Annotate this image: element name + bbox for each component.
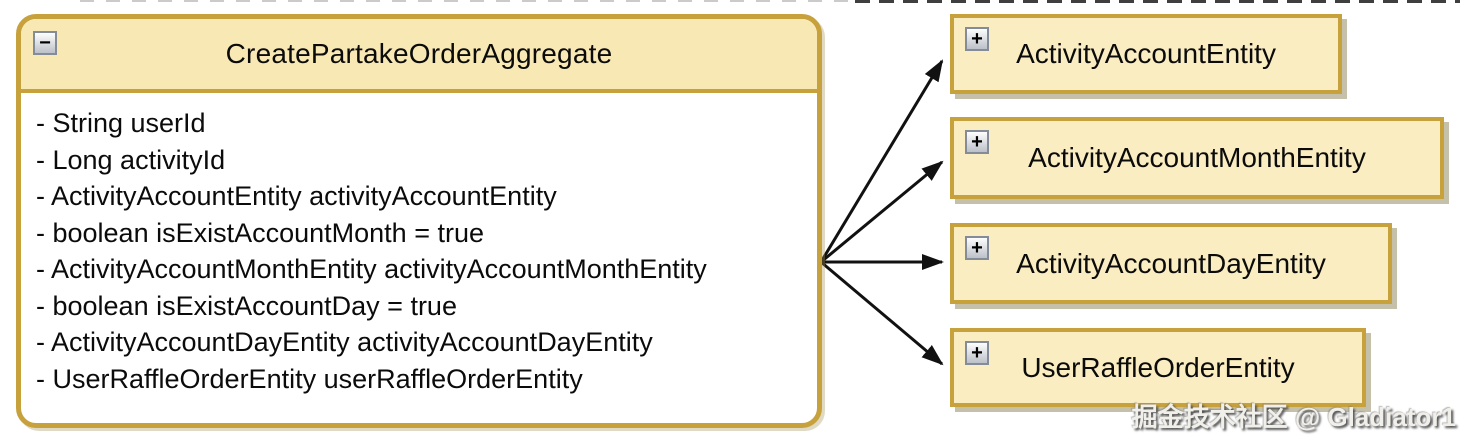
field-row: - ActivityAccountMonthEntity activityAcc… — [36, 254, 707, 284]
expand-plus-icon[interactable]: + — [965, 27, 989, 51]
field-row: - ActivityAccountDayEntity activityAccou… — [36, 327, 653, 357]
field-row: - Long activityId — [36, 144, 226, 175]
cropped-text-remnant-left — [80, 0, 852, 2]
watermark: 掘金技术社区 @ Gladiator1 — [1131, 402, 1456, 432]
collapse-minus-icon[interactable]: − — [33, 31, 57, 55]
field-row: - boolean isExistAccountMonth = true — [36, 217, 484, 248]
arrow-to-activity-account-entity — [819, 59, 944, 263]
entity-label: ActivityAccountEntity — [1016, 38, 1276, 69]
entity-box-activity-account-day[interactable]: + ActivityAccountDayEntity — [950, 223, 1392, 304]
field-row: - ActivityAccountEntity activityAccountE… — [36, 181, 557, 211]
field-row: - UserRaffleOrderEntity userRaffleOrderE… — [36, 363, 583, 394]
entity-label: UserRaffleOrderEntity — [1021, 351, 1295, 383]
entity-box-activity-account-month[interactable]: + ActivityAccountMonthEntity — [950, 117, 1444, 199]
entity-label: ActivityAccountDayEntity — [1016, 247, 1326, 279]
arrow-to-activity-account-month-entity — [820, 160, 944, 264]
aggregate-title: CreatePartakeOrderAggregate — [225, 38, 613, 69]
field-row: - String userId — [36, 108, 206, 138]
expand-plus-icon[interactable]: + — [965, 236, 989, 260]
expand-plus-icon[interactable]: + — [965, 341, 989, 365]
entity-label: ActivityAccountMonthEntity — [1028, 142, 1366, 173]
entity-box-activity-account[interactable]: + ActivityAccountEntity — [950, 14, 1342, 94]
cropped-text-remnant-right — [855, 0, 1460, 3]
arrow-to-user-raffle-order-entity — [820, 260, 944, 366]
entity-box-user-raffle-order[interactable]: + UserRaffleOrderEntity — [950, 328, 1366, 407]
aggregate-class-box[interactable]: − CreatePartakeOrderAggregate - String u… — [16, 14, 822, 428]
aggregate-header: − CreatePartakeOrderAggregate — [21, 19, 817, 93]
expand-plus-icon[interactable]: + — [965, 130, 989, 154]
field-row: - boolean isExistAccountDay = true — [36, 290, 457, 321]
aggregate-field-list: - String userId - Long activityId - Acti… — [21, 93, 817, 397]
